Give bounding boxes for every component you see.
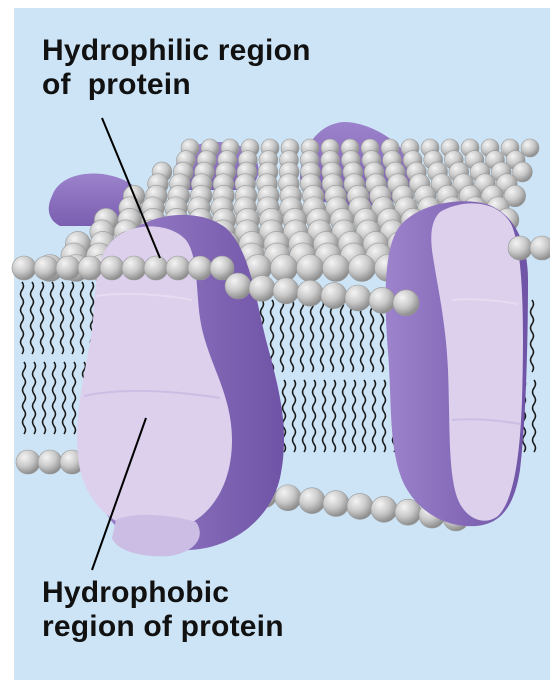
phospholipid-head (371, 496, 397, 522)
phospholipid-head (16, 450, 40, 474)
phospholipid-head (369, 287, 395, 313)
phospholipid-head (56, 256, 80, 280)
phospholipid-head (508, 236, 532, 260)
phospholipid-head (34, 256, 58, 280)
phospholipid-head (345, 285, 371, 311)
phospholipid-head (521, 139, 539, 157)
label-hydrophobic-line1: Hydrophobic (42, 576, 284, 610)
phospholipid-head (249, 275, 275, 301)
phospholipid-head (297, 280, 323, 306)
phospholipid-head (349, 255, 376, 282)
label-hydrophilic-line1: Hydrophilic region (42, 34, 311, 68)
phospholipid-head (144, 256, 168, 280)
phospholipid-head (323, 255, 350, 282)
phospholipid-head (273, 278, 299, 304)
phospholipid-head (122, 256, 146, 280)
phospholipid-head (297, 255, 324, 282)
phospholipid-head (188, 256, 212, 280)
phospholipid-head (271, 255, 298, 282)
phospholipid-head (225, 273, 251, 299)
phospholipid-head (12, 256, 36, 280)
protein-right (386, 201, 528, 526)
phospholipid-head (275, 485, 301, 511)
phospholipid-head (395, 499, 421, 525)
phospholipid-head (393, 290, 419, 316)
phospholipid-head (38, 450, 62, 474)
phospholipid-head (166, 256, 190, 280)
phospholipid-head (321, 283, 347, 309)
phospholipid-head (347, 493, 373, 519)
phospholipid-head (323, 491, 349, 517)
label-hydrophobic-region: Hydrophobic region of protein (42, 576, 284, 644)
phospholipid-head (299, 488, 325, 514)
phospholipid-head (100, 256, 124, 280)
label-hydrophobic-line2: region of protein (42, 610, 284, 644)
label-hydrophilic-region: Hydrophilic region of protein (42, 34, 311, 102)
phospholipid-head (78, 256, 102, 280)
label-hydrophilic-line2: of protein (42, 68, 311, 102)
